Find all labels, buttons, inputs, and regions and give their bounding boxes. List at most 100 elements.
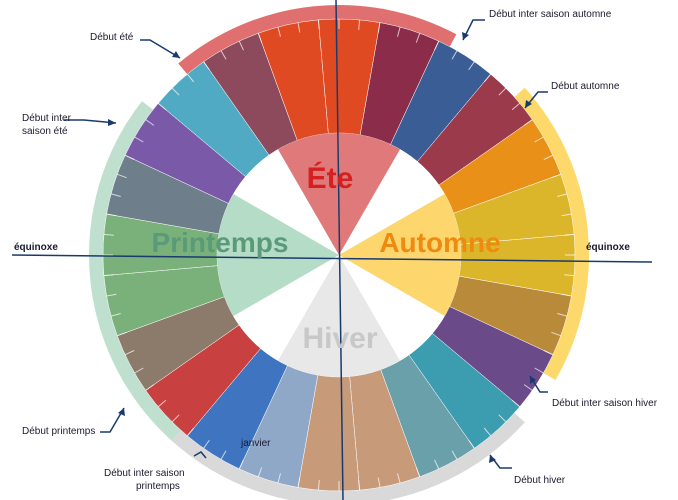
tick-mark [498, 87, 507, 96]
tick-mark [523, 384, 533, 391]
tick-mark [257, 467, 263, 477]
season-label-printemps: Printemps [152, 227, 289, 258]
vertical-axis [335, 0, 344, 500]
season-label-automne: Automne [379, 227, 500, 258]
arrowhead-debut-inter-saison-automne [462, 32, 469, 40]
leader-debut-ete [140, 39, 181, 59]
tick-mark [157, 399, 167, 408]
tick-mark [543, 154, 554, 160]
tick-mark [317, 19, 320, 30]
core-automne [339, 194, 461, 316]
tick-mark [277, 473, 281, 484]
tick-mark [557, 313, 568, 317]
leader-debut-printemps [100, 407, 125, 433]
core-hiver [278, 255, 400, 377]
tick-mark [238, 40, 244, 51]
tick-mark [468, 61, 475, 71]
tick-mark [317, 480, 320, 491]
tick-mark [103, 233, 114, 236]
tick-mark [106, 213, 117, 217]
label-debut-inter-saison-automne: Début inter saison automne [489, 9, 612, 20]
tick-mark [561, 293, 572, 297]
tick-mark [483, 427, 492, 437]
arrowhead-debut-printemps [118, 408, 125, 416]
tick-mark [134, 136, 144, 143]
tick-mark [451, 50, 458, 60]
axes [11, 0, 653, 500]
tick-mark [358, 480, 361, 491]
label-debut-automne: Début automne [551, 81, 620, 92]
label-debut-inter-saison-ete-line1: Début inter [22, 113, 72, 124]
tick-mark [551, 173, 561, 179]
tick-mark [157, 102, 167, 111]
tick-mark [145, 119, 155, 126]
arrowhead-debut-inter-saison-hiver [530, 376, 536, 384]
tick-mark [134, 367, 144, 374]
tick-mark [543, 350, 554, 356]
horizontal-axis [11, 254, 653, 263]
tick-mark [220, 450, 227, 460]
arrowhead-debut-automne [525, 100, 532, 108]
tick-mark [551, 331, 561, 337]
tick-mark [415, 467, 421, 477]
tick-mark [117, 331, 127, 337]
tick-mark [483, 73, 492, 83]
tick-mark [498, 414, 507, 423]
tick-mark [511, 399, 521, 408]
tick-mark [110, 193, 121, 197]
tick-mark [564, 233, 575, 236]
tick-mark [103, 274, 114, 277]
tick-mark [468, 439, 475, 449]
tick-mark [171, 87, 180, 96]
tick-mark [203, 61, 210, 71]
tick-mark [415, 33, 421, 43]
label-debut-printemps: Début printemps [22, 426, 95, 437]
tick-mark [124, 350, 135, 356]
leader-debut-inter-saison-ete [64, 119, 117, 124]
label-debut-hiver: Début hiver [514, 475, 566, 486]
tick-mark [297, 22, 301, 33]
leader-debut-inter-saison-automne [462, 19, 485, 41]
tick-mark [186, 427, 195, 437]
month-segments [102, 18, 576, 492]
tick-mark [124, 154, 135, 160]
tick-mark [203, 439, 210, 449]
label-debut-inter-saison-ete-line2: saison été [22, 126, 68, 137]
label-debut-ete: Début été [90, 32, 134, 43]
tick-mark [511, 102, 521, 111]
tick-mark [110, 313, 121, 317]
arrowhead-debut-ete [172, 51, 180, 58]
tick-mark [557, 193, 568, 197]
tick-mark [377, 477, 381, 488]
tick-mark [257, 33, 263, 43]
tick-marks [103, 19, 575, 491]
tick-mark [523, 119, 533, 126]
month-label-janvier: janvier [240, 438, 271, 449]
label-debut-inter-saison-printemps-line1: Début inter saison [104, 468, 185, 479]
tick-mark [451, 450, 458, 460]
tick-mark [186, 73, 195, 83]
tick-mark [564, 274, 575, 277]
season-label-ete: Éte [307, 161, 354, 195]
tick-mark [377, 22, 381, 33]
tick-mark [561, 213, 572, 217]
tick-mark [434, 459, 440, 470]
label-debut-inter-saison-hiver: Début inter saison hiver [552, 398, 658, 409]
label-equinoxe-left: équinoxe [14, 242, 58, 253]
leader-debut-hiver [489, 454, 512, 469]
tick-mark [220, 50, 227, 60]
arrowhead-debut-hiver [489, 455, 496, 463]
tick-mark [145, 384, 155, 391]
tick-mark [534, 136, 544, 143]
leader-debut-inter-saison-printemps [193, 451, 207, 459]
season-label-hiver: Hiver [302, 322, 377, 355]
tick-mark [434, 40, 440, 51]
core-printemps [217, 194, 339, 316]
arrowhead-debut-inter-saison-ete [108, 119, 116, 126]
tick-mark [397, 473, 401, 484]
callout-arrowheads [108, 32, 536, 463]
label-debut-inter-saison-printemps-line2: printemps [136, 481, 180, 492]
tick-mark [238, 459, 244, 470]
tick-mark [277, 26, 281, 37]
